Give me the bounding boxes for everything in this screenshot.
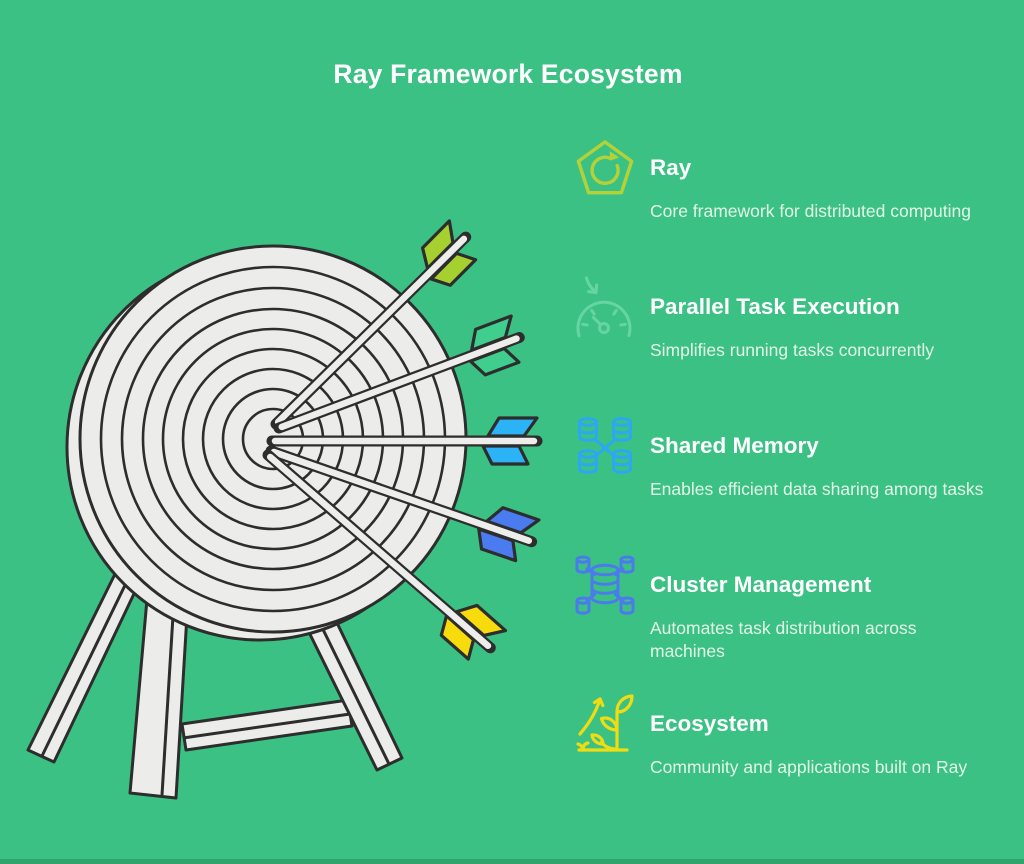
database-network-icon bbox=[578, 417, 632, 474]
feature-desc: Community and applications built on Ray bbox=[650, 757, 968, 777]
arrow-lime bbox=[270, 219, 478, 430]
arrow-yellow bbox=[262, 449, 508, 661]
feature-item-shared-memory: Shared Memory Enables efficient data sha… bbox=[573, 414, 1023, 544]
feature-title: Ecosystem bbox=[650, 711, 769, 736]
arrow-green bbox=[273, 314, 525, 434]
gauge-icon bbox=[576, 276, 632, 338]
arrow-blue bbox=[265, 445, 541, 563]
feature-item-ray: Ray Core framework for distributed compu… bbox=[573, 136, 1023, 266]
pentagon-refresh-icon bbox=[576, 140, 634, 195]
feature-title: Cluster Management bbox=[650, 572, 872, 597]
feature-title: Parallel Task Execution bbox=[650, 294, 900, 319]
feature-item-ecosystem: Ecosystem Community and applications bui… bbox=[573, 692, 1023, 822]
fletching bbox=[439, 603, 508, 661]
database-cluster-icon bbox=[575, 555, 635, 615]
page-title: Ray Framework Ecosystem bbox=[333, 59, 683, 89]
arrow-cyan bbox=[266, 416, 543, 466]
feature-title: Ray bbox=[650, 155, 692, 180]
feature-desc: Simplifies running tasks concurrently bbox=[650, 340, 935, 360]
feature-item-cluster-management: Cluster Management Automates task distri… bbox=[573, 553, 1023, 683]
feature-desc: Enables efficient data sharing among tas… bbox=[650, 479, 984, 499]
feature-item-parallel-task: Parallel Task Execution Simplifies runni… bbox=[573, 275, 1023, 405]
feature-desc: Automates task distribution across machi… bbox=[650, 618, 917, 661]
plant-growth-icon bbox=[576, 694, 634, 752]
feature-title: Shared Memory bbox=[650, 433, 819, 458]
arrows bbox=[262, 219, 543, 661]
fletching bbox=[481, 416, 539, 466]
footer-strip bbox=[0, 859, 1024, 864]
feature-desc: Core framework for distributed computing bbox=[650, 201, 971, 221]
